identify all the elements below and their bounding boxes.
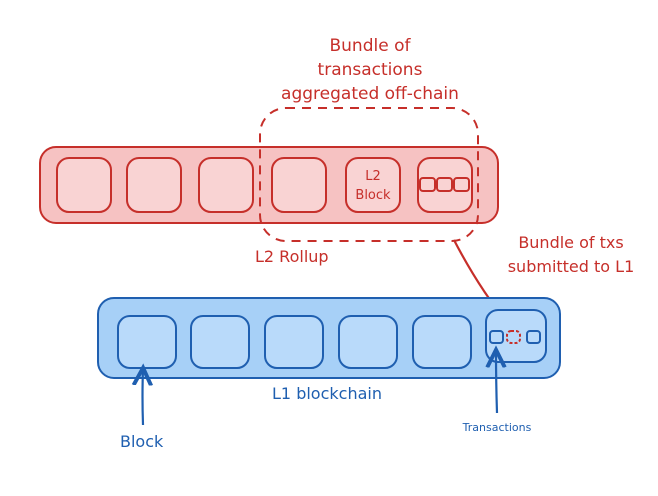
bundle-submitted-line1: Bundle of txs bbox=[518, 233, 623, 252]
l2-block-label-l2: L2 bbox=[365, 169, 381, 184]
l1-blockchain bbox=[97, 297, 561, 379]
l1-block bbox=[338, 315, 398, 369]
l1-block bbox=[264, 315, 324, 369]
transactions-arrow bbox=[496, 352, 497, 414]
l2-rollup-chain: L2 Block bbox=[39, 146, 499, 224]
l2-tx bbox=[453, 177, 470, 192]
block-arrow bbox=[143, 370, 144, 426]
transactions-annotation: Transactions bbox=[462, 421, 532, 434]
l1-tx bbox=[526, 330, 541, 344]
l2-block-labeled bbox=[345, 157, 401, 213]
l1-block bbox=[190, 315, 250, 369]
l2-block bbox=[198, 157, 254, 213]
block-annotation: Block bbox=[120, 432, 164, 451]
l1-block bbox=[412, 315, 472, 369]
bundle-offchain-line1: Bundle of bbox=[330, 36, 412, 56]
offchain-bundle-outline bbox=[259, 107, 479, 242]
l1-tx-bundle-slot bbox=[506, 330, 521, 344]
bundle-offchain-line3: aggregated off-chain bbox=[281, 84, 459, 104]
l2-block bbox=[126, 157, 182, 213]
l2-block bbox=[56, 157, 112, 213]
l1-blockchain-label: L1 blockchain bbox=[272, 384, 382, 403]
l2-rollup-label: L2 Rollup bbox=[255, 247, 329, 266]
l2-block bbox=[271, 157, 327, 213]
l2-tx bbox=[419, 177, 436, 192]
bundle-offchain-line2: transactions bbox=[318, 60, 423, 80]
l2-block-label-block: Block bbox=[355, 188, 391, 203]
l1-block bbox=[117, 315, 177, 369]
l1-tx bbox=[489, 330, 504, 344]
l2-tx bbox=[436, 177, 453, 192]
bundle-submitted-line2: submitted to L1 bbox=[508, 257, 635, 276]
